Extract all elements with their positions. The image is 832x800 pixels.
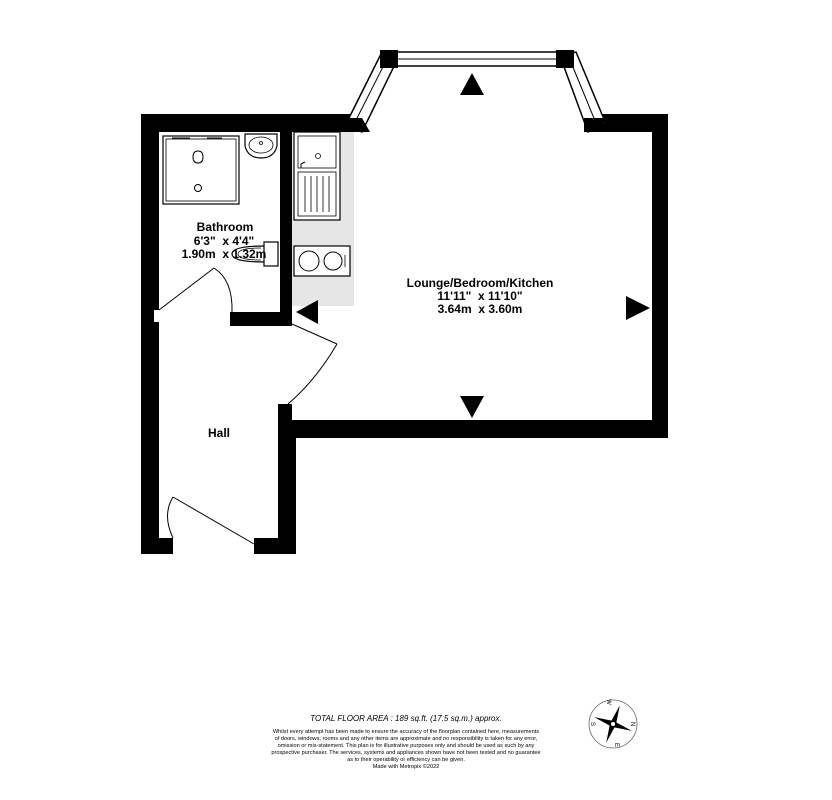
compass-w: W <box>605 699 611 705</box>
washbasin <box>244 133 278 159</box>
compass-e: E <box>613 743 619 747</box>
compass-n: N <box>629 722 635 726</box>
view-arrows <box>296 73 650 418</box>
disclaimer-line: prospective purchaser. The services, sys… <box>271 750 541 756</box>
bathroom-label: Bathroom <box>197 220 254 234</box>
shower-tray <box>162 135 240 205</box>
toilet <box>231 241 279 267</box>
lounge-metric: 3.64m x 3.60m <box>438 302 523 316</box>
compass-s: S <box>589 722 595 726</box>
lounge-imperial: 11'11" x 11'10" <box>437 289 522 303</box>
disclaimer-line: Whilst every attempt has been made to en… <box>272 729 540 735</box>
disclaimer: Whilst every attempt has been made to en… <box>240 729 572 764</box>
hall-label: Hall <box>208 426 230 440</box>
hob <box>293 245 351 277</box>
arrow-left-icon <box>296 300 318 324</box>
disclaimer-line: omission or mis-statement. This plan is … <box>277 743 535 749</box>
disclaimer-line: of doors, windows, rooms and any other i… <box>274 736 538 742</box>
doors <box>158 267 338 545</box>
made-with: Made with Metropix ©2022 <box>372 764 440 770</box>
bathroom-imperial: 6'3" x 4'4" <box>194 234 254 248</box>
bay-window <box>343 50 607 134</box>
kitchen-sink <box>293 131 341 221</box>
total-floor-area: TOTAL FLOOR AREA : 189 sq.ft. (17.5 sq.m… <box>310 714 502 723</box>
disclaimer-line: as to their operability or efficiency ca… <box>347 757 465 763</box>
plan-footer: TOTAL FLOOR AREA : 189 sq.ft. (17.5 sq.m… <box>240 714 572 771</box>
bathroom-metric: 1.90m x 1.32m <box>182 247 267 261</box>
lounge-label: Lounge/Bedroom/Kitchen <box>407 276 554 290</box>
arrow-up-icon <box>460 73 484 95</box>
arrow-down-icon <box>460 396 484 418</box>
walls <box>141 114 668 554</box>
compass-icon: N E S W <box>588 699 638 749</box>
arrow-right-icon <box>626 296 650 320</box>
